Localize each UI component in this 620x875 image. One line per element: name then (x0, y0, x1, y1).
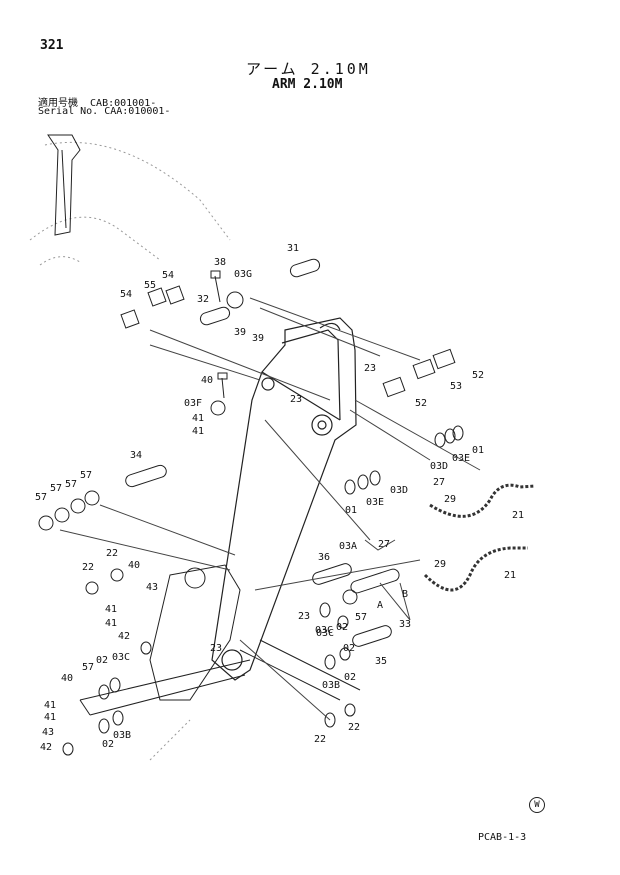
part-39a: 39 (234, 327, 246, 338)
part-22c: 22 (314, 734, 326, 745)
part-40c: 40 (61, 673, 73, 684)
part-43b: 43 (42, 727, 54, 738)
pin-36 (312, 563, 352, 585)
part-36: 36 (318, 552, 330, 563)
pin-32 (199, 306, 231, 326)
part-42b: 42 (40, 742, 52, 753)
title-japanese: アーム 2.10M (246, 60, 371, 78)
part-02c: 02 (344, 672, 356, 683)
part-41d: 41 (105, 618, 117, 629)
leader-lines (59, 297, 481, 721)
part-33: 33 (399, 619, 411, 630)
part-03a: 03A (339, 541, 357, 552)
part-02e: 02 (102, 739, 114, 750)
title-english: ARM 2.10M (272, 77, 343, 92)
part-27a: 27 (433, 477, 445, 488)
seal-rings (38, 291, 464, 756)
part-39b: 39 (252, 333, 264, 344)
part-01b: 01 (345, 505, 357, 516)
part-02d: 02 (96, 655, 108, 666)
part-54b: 54 (120, 289, 132, 300)
part-31: 31 (287, 243, 299, 254)
part-53: 53 (450, 381, 462, 392)
page-number: 321 (40, 38, 64, 53)
part-a: A (377, 600, 383, 611)
part-23c: 23 (210, 643, 222, 654)
bolt-38 (210, 270, 221, 303)
part-38: 38 (214, 257, 226, 268)
part-29b: 29 (434, 559, 446, 570)
part-57c: 57 (65, 479, 77, 490)
part-01a: 01 (472, 445, 484, 456)
bolt-40 (217, 372, 228, 399)
arm-body (211, 317, 357, 681)
part-40a: 40 (201, 375, 213, 386)
part-41c: 41 (105, 604, 117, 615)
part-41e: 41 (44, 700, 56, 711)
part-21b: 21 (504, 570, 516, 581)
part-03ea: 03E (452, 453, 470, 464)
part-54a: 54 (162, 270, 174, 281)
part-23d: 23 (298, 611, 310, 622)
part-34: 34 (130, 450, 142, 461)
part-43a: 43 (146, 582, 158, 593)
part-21a: 21 (512, 510, 524, 521)
part-57e: 57 (355, 612, 367, 623)
part-22b: 22 (82, 562, 94, 573)
plates-54-55 (120, 285, 185, 329)
part-22a: 22 (106, 548, 118, 559)
part-02b: 02 (343, 643, 355, 654)
part-57d: 57 (80, 470, 92, 481)
part-41f: 41 (44, 712, 56, 723)
part-23b: 23 (364, 363, 376, 374)
part-57b: 57 (50, 483, 62, 494)
part-03bb: 03B (113, 730, 131, 741)
part-02a: 02 (336, 622, 348, 633)
part-57f: 57 (82, 662, 94, 673)
part-41a: 41 (192, 413, 204, 424)
part-35: 35 (375, 656, 387, 667)
part-41b: 41 (192, 426, 204, 437)
part-03db: 03D (390, 485, 408, 496)
part-57a: 57 (35, 492, 47, 503)
pin-34 (125, 464, 167, 488)
part-03ba: 03B (322, 680, 340, 691)
pin-33 (350, 568, 400, 594)
part-03cc: 03C (112, 652, 130, 663)
serial-line-en: Serial No. CAA:010001- (38, 106, 171, 117)
serial-line-jp: 適用号機 CAB:001001- (38, 98, 157, 109)
part-29a: 29 (444, 494, 456, 505)
part-32: 32 (197, 294, 209, 305)
background-sketch (29, 141, 231, 761)
pin-35 (352, 625, 392, 647)
part-22d: 22 (348, 722, 360, 733)
part-b: B (402, 589, 408, 600)
part-03cb: 03C (315, 625, 333, 636)
part-03ca: 03C (316, 628, 334, 639)
part-52b: 52 (415, 398, 427, 409)
part-55: 55 (144, 280, 156, 291)
plates-52-53 (382, 348, 456, 398)
pin-31 (289, 258, 321, 278)
part-03f: 03F (184, 398, 202, 409)
part-52a: 52 (472, 370, 484, 381)
footer-code: PCAB-1-3 (478, 832, 527, 843)
part-03g: 03G (234, 269, 252, 280)
part-27b: 27 (378, 539, 390, 550)
part-42a: 42 (118, 631, 130, 642)
part-23a: 23 (290, 394, 302, 405)
part-03da: 03D (430, 461, 448, 472)
bucket-sketch (47, 134, 81, 236)
watermark-circle: W (529, 797, 545, 813)
part-03eb: 03E (366, 497, 384, 508)
hose-21-upper (429, 483, 536, 518)
part-labels: 31 38 03G 32 39 39 54 54 55 40 03F 41 41… (35, 243, 524, 753)
part-40b: 40 (128, 560, 140, 571)
hose-21-lower (423, 546, 528, 592)
